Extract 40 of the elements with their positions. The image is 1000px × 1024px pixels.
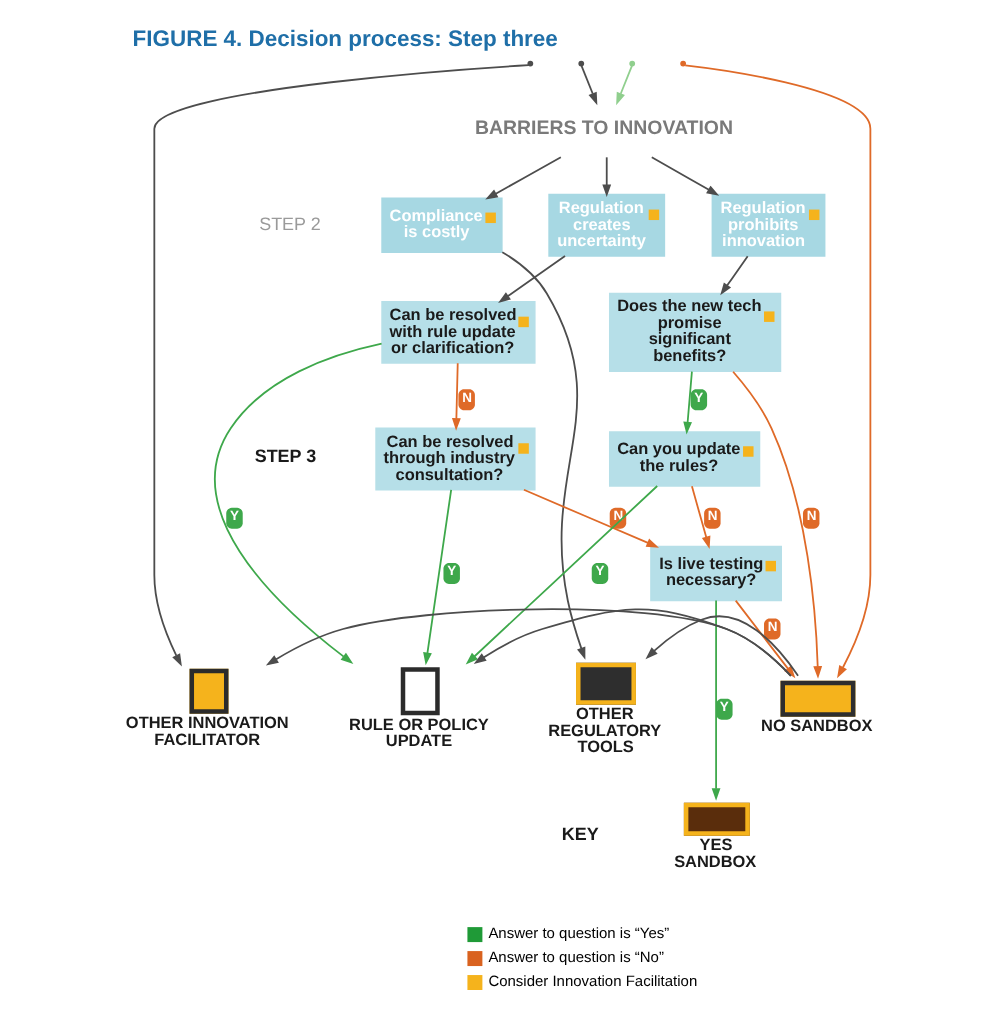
arrow (501, 250, 586, 659)
node-box: Is live testing necessary? (650, 544, 782, 601)
arrow (423, 487, 453, 665)
node-box: Regulation creates uncertainty (548, 192, 666, 256)
arrow (465, 484, 659, 664)
node-box: Regulation prohibits innovation (711, 192, 826, 256)
node-label: YES SANDBOX (674, 835, 757, 870)
node-box: Can be resolved through industry consultation? (375, 426, 536, 490)
node-label: OTHER REGULATORY TOOLS (548, 704, 662, 756)
arrow (650, 155, 720, 195)
legend-label: Answer to question is “No” (488, 947, 664, 966)
arrow (683, 369, 693, 434)
arrow (616, 63, 633, 105)
arrow (523, 487, 659, 547)
arrow (580, 63, 598, 105)
label: STEP 2 (259, 212, 321, 233)
node-label: OTHER INNOVATION FACILITATOR (125, 713, 289, 748)
arrow (214, 341, 383, 663)
node-box: Compliance is costly (381, 196, 503, 252)
node-label: NO SANDBOX (761, 716, 873, 735)
legend-label: Consider Innovation Facilitation (488, 971, 698, 990)
arrow (498, 254, 566, 303)
arrow (711, 598, 721, 800)
legend-label: Answer to question is “Yes” (488, 923, 670, 942)
node-label: RULE OR POLICY UPDATE (349, 714, 489, 750)
arrow (265, 607, 792, 676)
node-text: BARRIERS TO INNOVATION (474, 116, 733, 139)
arrow (153, 63, 530, 666)
diagram-title: FIGURE 4. Decision process: Step three (132, 27, 558, 52)
arrow (720, 254, 749, 295)
node-box: Does the new tech promise significant benefits? (609, 291, 782, 372)
arrow (473, 607, 792, 676)
node-box: Can you update the rules? (609, 430, 761, 486)
arrow (691, 484, 711, 548)
label: KEY (561, 823, 599, 844)
arrow (602, 155, 612, 197)
arrow (485, 155, 562, 199)
node-box: Can be resolved with rule update or clarification? (381, 299, 536, 363)
label: STEP 3 (254, 445, 317, 466)
arrow (451, 361, 461, 430)
